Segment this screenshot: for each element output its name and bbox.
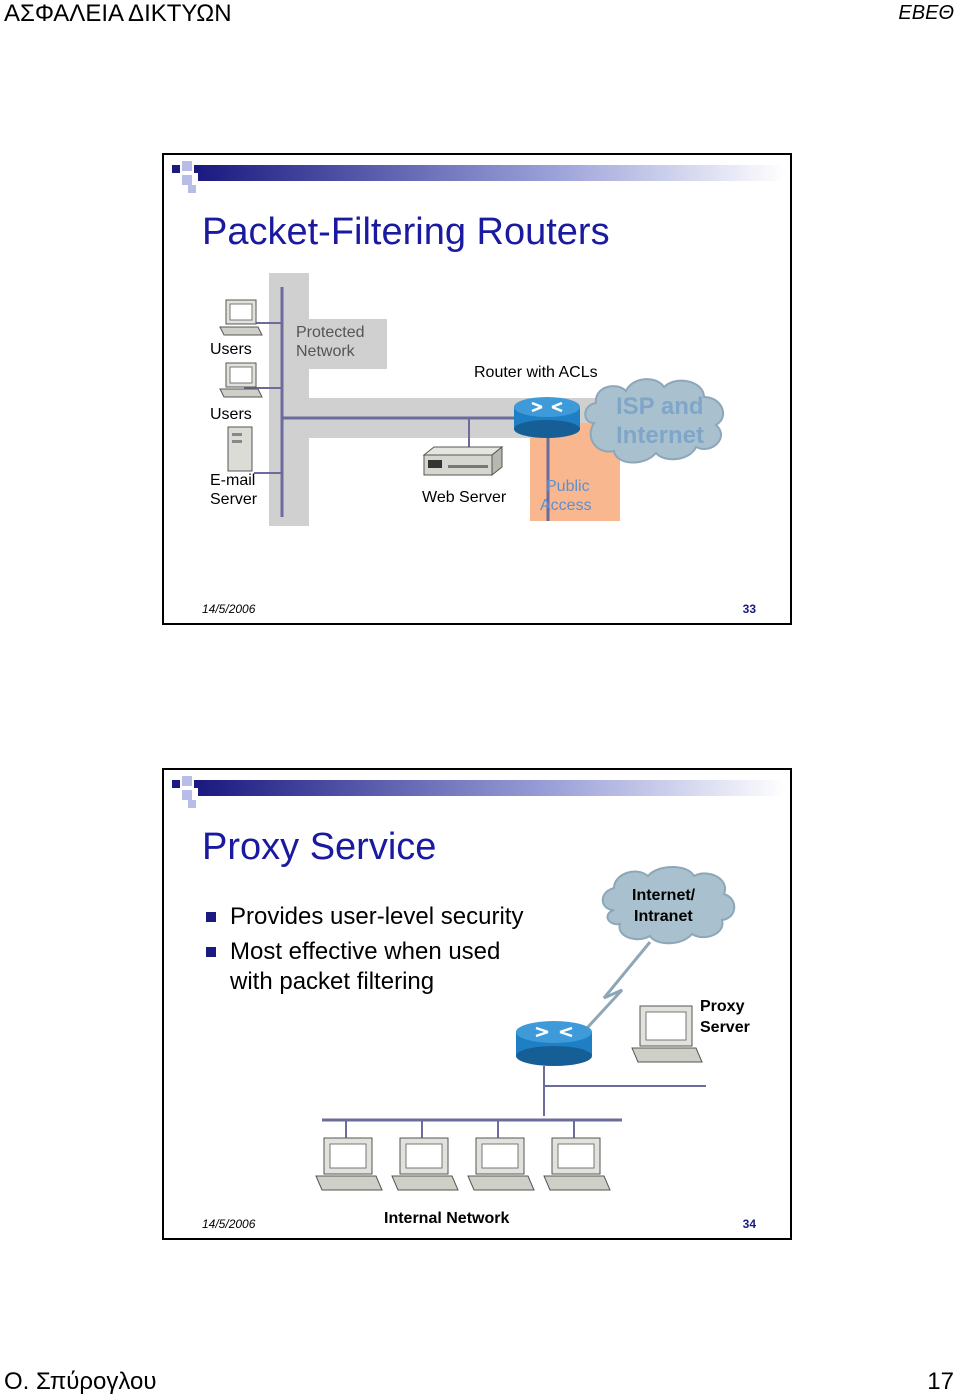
page-footer-author: Ο. Σπύρογλου xyxy=(4,1368,157,1395)
network-diagram xyxy=(219,273,725,526)
web-server-icon xyxy=(422,445,504,477)
public-access-label-line2: Access xyxy=(540,497,592,514)
router-icon xyxy=(516,1021,592,1066)
title-bar-decoration xyxy=(172,776,786,808)
slide-date: 14/5/2006 xyxy=(202,1217,256,1231)
router-icon xyxy=(514,397,580,438)
bullet-text: with packet filtering xyxy=(230,968,435,995)
internal-computer-icon xyxy=(467,1137,535,1191)
slide-number: 33 xyxy=(742,602,756,616)
internal-network-label: Internal Network xyxy=(384,1210,510,1227)
protected-network-label-line1: Protected xyxy=(296,324,365,341)
bullet-text: Provides user-level security xyxy=(230,903,524,930)
user-computer-icon xyxy=(219,299,263,336)
slide-title: Packet-Filtering Routers xyxy=(202,211,610,253)
bullet-text: Most effective when used xyxy=(230,938,501,965)
slide-number: 34 xyxy=(742,1217,756,1231)
page-header-org: ΕΒΕΘ xyxy=(898,2,954,24)
cloud-label-line2: Intranet xyxy=(634,908,693,925)
users-label-2: Users xyxy=(210,406,252,423)
isp-label-line2: Internet xyxy=(616,422,705,449)
title-bar-decoration xyxy=(172,161,786,193)
slide-title: Proxy Service xyxy=(202,826,437,868)
isp-label-line1: ISP and xyxy=(616,393,704,420)
internal-computer-icon xyxy=(315,1137,383,1191)
slide-33: Packet-Filtering Routers xyxy=(162,153,792,625)
slide-date: 14/5/2006 xyxy=(202,602,256,616)
page-header-title: ΑΣΦΑΛΕΙΑ ΔΙΚΤΥΩΝ xyxy=(4,0,232,27)
protected-network-label-line2: Network xyxy=(296,343,355,360)
cloud-label-line1: Internet/ xyxy=(632,887,696,904)
slide-34: Proxy Service Provides user-level securi… xyxy=(162,768,792,1240)
internal-computer-icon xyxy=(543,1137,611,1191)
internal-computer-icon xyxy=(391,1137,459,1191)
proxy-diagram xyxy=(315,866,736,1191)
proxy-server-label-line1: Proxy xyxy=(700,998,745,1015)
web-server-label: Web Server xyxy=(422,489,507,506)
bullet-square-icon xyxy=(206,912,216,922)
proxy-server-computer-icon xyxy=(631,1005,703,1063)
protected-network-band xyxy=(269,273,309,526)
wan-link xyxy=(574,941,652,1042)
users-label-1: Users xyxy=(210,341,252,358)
bullet-square-icon xyxy=(206,947,216,957)
user-computer-icon xyxy=(219,362,263,398)
email-server-icon xyxy=(227,426,253,472)
router-label: Router with ACLs xyxy=(474,364,598,381)
public-access-label-line1: Public xyxy=(546,478,590,495)
page-footer-page-number: 17 xyxy=(927,1368,954,1395)
internet-cloud-icon xyxy=(601,866,736,945)
proxy-server-label-line2: Server xyxy=(700,1019,750,1036)
email-server-label-line1: E-mail xyxy=(210,472,256,489)
isp-cloud-icon xyxy=(584,378,725,464)
protected-label-box xyxy=(287,319,387,369)
email-server-label-line2: Server xyxy=(210,491,258,508)
